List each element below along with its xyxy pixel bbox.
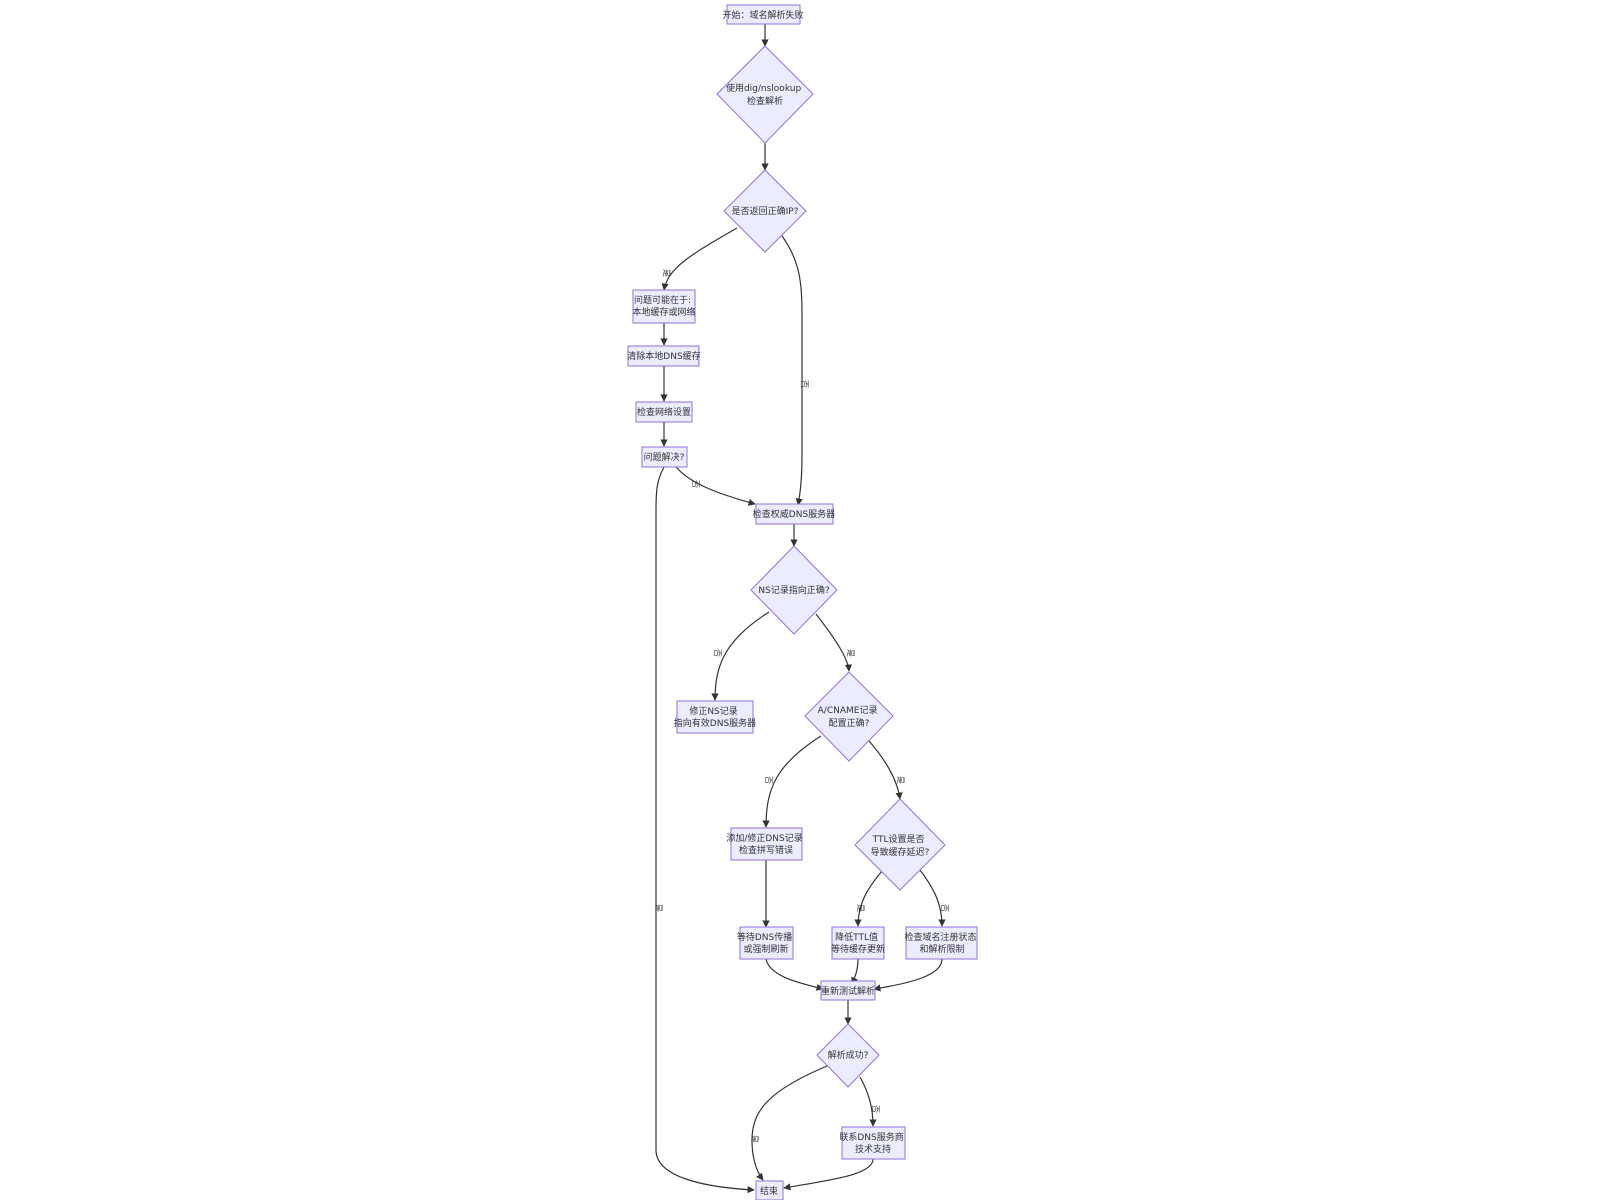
svg-text:联系DNS服务商 技术支持: 联系DNS服务商 技术支持 [839, 1131, 906, 1155]
node-retest: 重新测试解析 [820, 980, 876, 1001]
nodes: 开始：域名解析失败 使用dig/nslookup 检查解析 是否返回正确IP? … [627, 4, 980, 1200]
svg-text:开始：域名解析失败: 开始：域名解析失败 [722, 9, 803, 21]
edge-label-correct-no: 否 [800, 380, 809, 388]
svg-text:TTL设置是否 导致缓存延迟?: TTL设置是否 导致缓存延迟? [871, 834, 930, 858]
node-add-fix: 添加/修正DNS记录 检查拼写错误 [726, 827, 805, 861]
edge-ns-ok-yes-to-a-ok [815, 613, 852, 672]
edge-wait-prop-to-retest [765, 958, 824, 991]
node-contact: 联系DNS服务商 技术支持 [839, 1126, 906, 1160]
decision-resolve-ok: 解析成功? [816, 1023, 880, 1088]
edge-label-resolve-yes: 是 [750, 1135, 759, 1143]
node-check-auth: 检查权威DNS服务器 [753, 503, 835, 525]
edge-label-solved-yes: 是 [654, 904, 663, 912]
node-wait-prop: 等待DNS传播 或强制刷新 [737, 926, 795, 960]
decision-ns-ok: NS记录指向正确? [750, 545, 838, 635]
svg-text:添加/修正DNS记录 检查拼写错误: 添加/修正DNS记录 检查拼写错误 [726, 832, 805, 856]
edge-solved-no-to-check-auth [675, 466, 756, 506]
edge-label-solved-no: 否 [691, 480, 700, 488]
svg-text:结束: 结束 [760, 1185, 778, 1197]
svg-text:检查网络设置: 检查网络设置 [637, 406, 691, 418]
edge-label-ns-yes: 是 [846, 649, 855, 657]
decision-a-ok: A/CNAME记录 配置正确? [804, 671, 894, 762]
svg-text:解析成功?: 解析成功? [828, 1049, 869, 1061]
edge-solved-yes-to-end [655, 466, 755, 1194]
svg-text:问题解决?: 问题解决? [644, 451, 685, 463]
node-check-status: 检查域名注册状态 和解析限制 [905, 926, 980, 960]
svg-text:A/CNAME记录 配置正确?: A/CNAME记录 配置正确? [818, 705, 881, 729]
edge-label-ns-no: 否 [713, 649, 722, 657]
svg-text:检查域名注册状态 和解析限制: 检查域名注册状态 和解析限制 [905, 931, 980, 955]
svg-text:降低TTL值 等待缓存更新: 降低TTL值 等待缓存更新 [831, 931, 885, 955]
decision-ttl: TTL设置是否 导致缓存延迟? [854, 798, 946, 891]
svg-text:等待DNS传播 或强制刷新: 等待DNS传播 或强制刷新 [737, 931, 795, 955]
node-end: 结束 [755, 1180, 784, 1200]
edge-check-status-to-retest [873, 958, 943, 992]
edge-labels: 是 否 否 是 否 是 否 是 是 否 是 否 [654, 269, 949, 1143]
edge-label-a-yes: 是 [896, 776, 905, 784]
edge-label-a-no: 否 [764, 776, 773, 784]
edge-ns-ok-no-to-fix-ns [711, 611, 770, 701]
node-lower-ttl: 降低TTL值 等待缓存更新 [831, 926, 885, 960]
node-fix-ns: 修正NS记录 指向有效DNS服务器 [674, 700, 756, 734]
edge-contact-to-end [783, 1158, 874, 1191]
edge-label-ttl-yes: 是 [856, 904, 865, 912]
node-check-net: 检查网络设置 [635, 401, 693, 423]
edges [655, 24, 946, 1194]
edge-resolve-ok-yes-to-end [751, 1065, 828, 1181]
svg-text:是否返回正确IP?: 是否返回正确IP? [732, 205, 799, 217]
svg-text:修正NS记录 指向有效DNS服务器: 修正NS记录 指向有效DNS服务器 [674, 705, 756, 729]
svg-text:问题可能在于: 本地缓存或网络: 问题可能在于: 本地缓存或网络 [632, 294, 695, 318]
edge-resolve-ok-no-to-contact [859, 1076, 877, 1127]
edge-a-ok-no-to-add-fix [762, 735, 822, 828]
svg-text:清除本地DNS缓存: 清除本地DNS缓存 [627, 350, 700, 362]
svg-text:重新测试解析: 重新测试解析 [821, 985, 875, 997]
svg-text:NS记录指向正确?: NS记录指向正确? [758, 584, 829, 596]
edge-correct-ip-yes-to-local-issue [661, 227, 738, 291]
edge-label-resolve-no: 否 [871, 1105, 880, 1113]
decision-correct-ip: 是否返回正确IP? [723, 169, 807, 253]
edge-ttl-yes-to-check-status [919, 869, 946, 927]
node-clear-cache: 清除本地DNS缓存 [627, 345, 701, 367]
edge-correct-ip-no-to-check-auth [781, 235, 803, 506]
node-solved: 问题解决? [641, 446, 688, 468]
node-local-issue: 问题可能在于: 本地缓存或网络 [632, 289, 696, 324]
svg-text:使用dig/nslookup 检查解析: 使用dig/nslookup 检查解析 [726, 82, 804, 107]
edge-label-ttl-no: 否 [940, 904, 949, 912]
decision-use-dig: 使用dig/nslookup 检查解析 [716, 45, 814, 144]
node-start: 开始：域名解析失败 [722, 4, 804, 25]
edge-label-correct-yes: 是 [662, 269, 671, 277]
edge-ttl-no-to-lower-ttl [854, 870, 883, 927]
svg-text:检查权威DNS服务器: 检查权威DNS服务器 [753, 508, 835, 520]
edge-lower-ttl-to-retest [851, 958, 859, 985]
edge-a-ok-yes-to-ttl-q [868, 740, 903, 800]
